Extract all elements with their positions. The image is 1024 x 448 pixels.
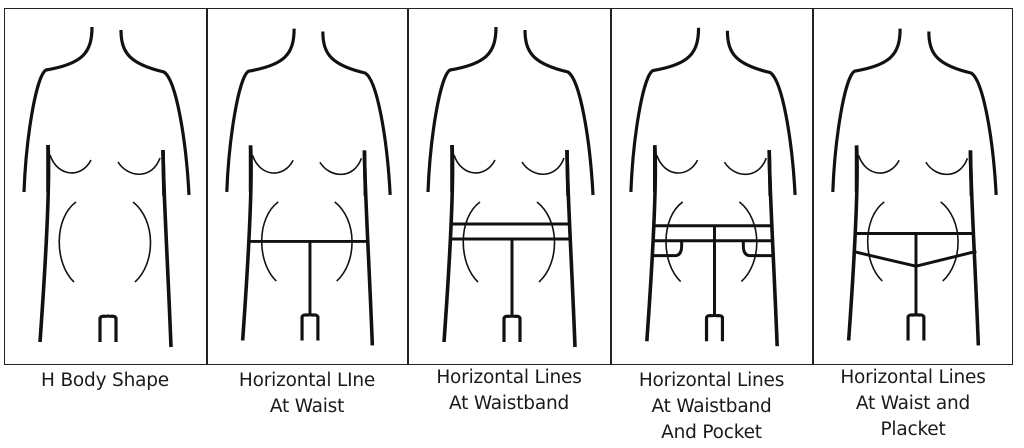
caption-line: At Waistband <box>651 396 772 417</box>
body-figure-icon <box>629 27 797 347</box>
panel-divider <box>407 8 409 365</box>
caption-line: Horizontal Lines <box>840 367 986 388</box>
caption-line: H Body Shape <box>41 370 169 391</box>
caption-line: At Waistband <box>448 393 570 414</box>
caption-line: And Pocket <box>661 422 762 443</box>
caption-horizontal-lines-at-waistband: Horizontal Lines At Waistband <box>408 365 610 417</box>
panel-divider <box>812 8 814 365</box>
body-figure-icon <box>426 26 595 348</box>
figure-frame <box>4 8 1013 365</box>
caption-line: Horizontal Lines <box>638 370 785 391</box>
caption-line: At Waist <box>269 396 345 417</box>
panel-divider <box>610 8 612 365</box>
panel-h-body-shape <box>4 8 206 365</box>
panel-horizontal-lines-at-waistband-and-pocket <box>611 8 812 365</box>
panel-horizontal-lines-at-waistband <box>408 8 610 365</box>
body-figure-icon <box>831 28 998 346</box>
panel-horizontal-lines-at-waist-and-placket <box>813 8 1013 365</box>
caption-horizontal-lines-at-waist-and-placket: Horizontal Lines At Waist and Placket <box>813 365 1013 443</box>
caption-horizontal-line-at-waist: Horizontal LIne At Waist <box>207 368 407 420</box>
caption-line: Horizontal LIne <box>238 370 376 391</box>
caption-line: At Waist and <box>855 393 971 414</box>
caption-line: Placket <box>880 419 946 440</box>
panel-horizontal-line-at-waist <box>207 8 407 365</box>
caption-horizontal-lines-at-waistband-and-pocket: Horizontal Lines At Waistband And Pocket <box>611 368 812 446</box>
caption-h-body-shape: H Body Shape <box>4 368 206 394</box>
panel-divider <box>206 8 208 365</box>
caption-line: Horizontal Lines <box>436 367 582 388</box>
body-figure-icon <box>22 26 191 348</box>
body-figure-icon <box>225 28 392 346</box>
